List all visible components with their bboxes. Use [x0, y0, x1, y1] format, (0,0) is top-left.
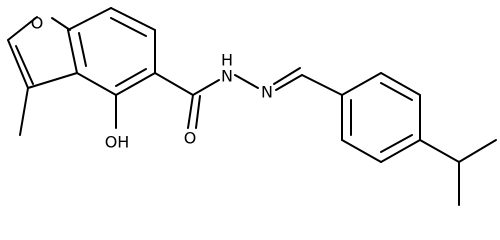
isopropyl-group [419, 139, 497, 206]
bond-carbonylC-NH [192, 79, 220, 96]
bond-CH-methyl-a [458, 139, 497, 163]
isopropylphenyl-ring [341, 72, 421, 163]
bond-C7-C6-inner [110, 17, 147, 37]
bond-O-C2 [7, 16, 38, 41]
amide-hydrogen-label: H [221, 51, 233, 70]
bond-methyl [19, 87, 29, 136]
bond-C2-C3 [7, 39, 29, 89]
bond-CH-aryl [301, 74, 343, 96]
carbonyl-oxygen-label: O [184, 129, 197, 148]
bond-C3a-C7a [67, 29, 78, 74]
bond-NH-Nimine [234, 74, 259, 89]
bond-C7-C6 [110, 7, 156, 31]
bond-Nimine-CH-second [273, 67, 301, 85]
bond-ar3-ar4-inner [380, 134, 413, 153]
bond-carbonyl-CO-second [195, 95, 201, 129]
hydrazide-linker [154, 67, 343, 129]
bond-C7a-O [51, 17, 71, 31]
bond-carbonyl-CO [187, 94, 194, 129]
imine-nitrogen-label: N [261, 83, 273, 102]
bond-C3a-C7a-inner [78, 32, 87, 67]
bond-Nimine-CH [275, 74, 303, 91]
bond-C2-C3-inner [15, 45, 34, 85]
bond-C4-C3a [76, 72, 117, 96]
bond-C5-carbonylC [154, 72, 194, 96]
structure-canvas: O N H N O OH [7, 7, 497, 206]
bond-C3-C3a [27, 72, 78, 89]
amide-nitrogen-label: N [221, 67, 233, 86]
hydroxyl-label: OH [105, 133, 130, 152]
bond-ar5-ar6-inner [380, 82, 413, 101]
bond-ar5-ar6 [380, 72, 421, 96]
benzofuran-ring-system [7, 7, 156, 96]
bond-C7a-C7 [67, 7, 112, 31]
bond-ar4-CH [419, 139, 460, 163]
bond-C5-C4-inner [115, 68, 147, 87]
furan-oxygen-label: O [31, 14, 44, 33]
bond-ar6-ar1 [341, 72, 382, 96]
bond-ar3-ar4 [380, 139, 421, 163]
bond-C5-C4 [115, 72, 156, 96]
bond-ar2-ar3 [341, 139, 382, 163]
